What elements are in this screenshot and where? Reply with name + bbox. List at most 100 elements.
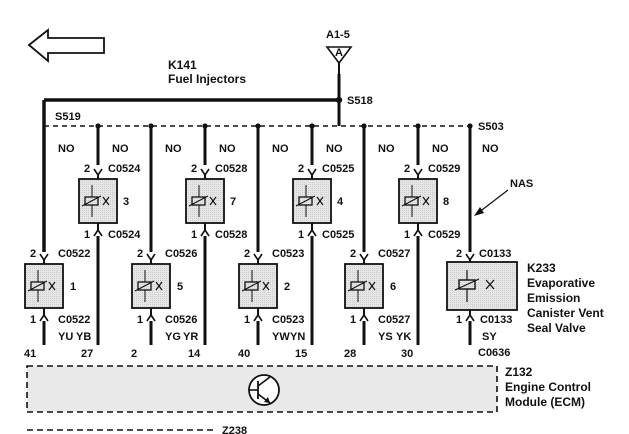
k141-name: Fuel Injectors (168, 72, 246, 86)
injector-1-coil-slash (27, 280, 48, 292)
injector-6-pin2-label: 2 (350, 248, 356, 260)
injector-8-top-connector (413, 168, 423, 177)
injector-1-pin2-label: 2 (30, 248, 36, 260)
injector-6-no-label: NO (378, 143, 395, 155)
injector-4-wire-color: YN (290, 331, 305, 343)
injector-3-bottom-connector (93, 228, 103, 237)
injector-7-top-connector-label: C0528 (215, 163, 247, 175)
injector-3-top-connector-label: C0524 (108, 163, 141, 175)
splice-s518-label: S518 (347, 95, 373, 107)
injector-5-top-connector (146, 253, 156, 262)
k233-top-connector (465, 253, 475, 262)
injector-7-valve-b (209, 196, 217, 206)
injector-5-number: 5 (177, 281, 183, 293)
power-supply-letter: A (335, 47, 343, 59)
power-supply-symbol: A (325, 46, 353, 65)
z238-id: Z238 (222, 425, 247, 434)
injector-2-bottom-connector-label: C0523 (272, 314, 304, 326)
injector-3-bottom-connector-label: C0524 (108, 229, 141, 241)
injector-6-coil (350, 281, 365, 291)
injector-8-ecm-pin: 30 (401, 348, 413, 360)
injector-8-coil (404, 196, 419, 206)
injector-2-number: 2 (284, 281, 290, 293)
injector-4-coil (298, 196, 313, 206)
injector-7-bottom-connector (200, 228, 210, 237)
injector-5-no-label: NO (165, 143, 182, 155)
injector-4-no-label: NO (326, 143, 343, 155)
injector-7-ecm-pin: 14 (188, 348, 201, 360)
fuse-label: A1-5 (326, 29, 350, 41)
k233-wire-color: SY (482, 331, 497, 343)
injector-1 (24, 263, 64, 309)
injector-3-coil-slash (81, 195, 102, 207)
k233-id: K233 (527, 261, 556, 275)
injector-5-valve-b (155, 281, 163, 291)
injector-1-top-connector-label: C0522 (58, 248, 90, 260)
k233-top-connector-label: C0133 (479, 248, 511, 260)
splice-s518-dot (335, 96, 343, 104)
injector-5-coil (137, 281, 152, 291)
injector-5-bottom-connector-label: C0526 (165, 314, 197, 326)
injector-8-no-label: NO (432, 143, 449, 155)
ecm-name-line-2: Module (ECM) (505, 395, 585, 409)
transistor-icon (248, 374, 280, 406)
k233-valve (446, 261, 518, 311)
injector-2-ecm-pin: 40 (238, 348, 250, 360)
nas-label: NAS (510, 178, 533, 190)
injector-6-top-connector (359, 253, 369, 262)
ecm-connector-label: C0636 (478, 347, 510, 359)
injector-4-bottom-connector-label: C0525 (322, 229, 354, 241)
injector-3-pin1-label: 1 (84, 229, 90, 241)
injector-7-number: 7 (230, 196, 236, 208)
injector-8-bottom-connector-label: C0529 (428, 229, 460, 241)
injector-2 (238, 263, 278, 309)
injector-6-number: 6 (390, 281, 396, 293)
injector-4-number: 4 (337, 196, 344, 208)
injector-7-pin2-label: 2 (191, 163, 197, 175)
left-arrow-icon[interactable] (27, 28, 105, 63)
injector-2-pin2-label: 2 (244, 248, 250, 260)
k233-pin2-label: 2 (456, 248, 462, 260)
injector-7-coil-slash (188, 195, 209, 207)
injector-3-no-label: NO (112, 143, 129, 155)
injector-2-no-label: NO (272, 143, 289, 155)
injector-7-wire-color: YR (183, 331, 198, 343)
injector-8-pin1-label: 1 (404, 229, 410, 241)
k233-bottom-connector-label: C0133 (480, 314, 512, 326)
injector-7-bottom-connector-label: C0528 (215, 229, 247, 241)
injector-4-coil-slash (295, 195, 316, 207)
injector-1-top-connector (39, 253, 49, 262)
nas-pointer-head (474, 207, 484, 216)
injector-4-ecm-pin: 15 (295, 348, 307, 360)
injector-4-top-connector-label: C0525 (322, 163, 354, 175)
injector-7-top-connector (200, 168, 210, 177)
injector-3 (78, 178, 118, 224)
injector-6-bottom-connector (359, 313, 369, 322)
component-layer (24, 168, 475, 322)
wire-layer (42, 123, 473, 345)
injector-5-wire-color: YG (165, 331, 181, 343)
injector-5-bottom-connector (146, 313, 156, 322)
injector-8-top-connector-label: C0529 (428, 163, 460, 175)
injector-4-pin2-label: 2 (298, 163, 304, 175)
injector-2-pin1-label: 1 (244, 314, 250, 326)
injector-3-ecm-pin: 27 (81, 348, 93, 360)
injector-7 (185, 178, 225, 224)
injector-2-coil (244, 281, 259, 291)
injector-6 (344, 263, 384, 309)
injector-5-coil-slash (134, 280, 155, 292)
k233-name-line-4: Seal Valve (527, 321, 586, 335)
injector-1-no-label: NO (58, 143, 75, 155)
injector-3-top-connector (93, 168, 103, 177)
ecm-name-line-1: Engine Control (505, 380, 591, 394)
ecm-id: Z132 (505, 365, 533, 379)
injector-8-wire-color: YK (396, 331, 411, 343)
k141-id: K141 (168, 58, 197, 72)
injector-2-valve-b (262, 281, 270, 291)
injector-5-pin2-label: 2 (137, 248, 143, 260)
injector-1-coil (30, 281, 45, 291)
injector-1-pin1-label: 1 (30, 314, 36, 326)
injector-8-number: 8 (443, 196, 449, 208)
injector-4-pin1-label: 1 (298, 229, 304, 241)
